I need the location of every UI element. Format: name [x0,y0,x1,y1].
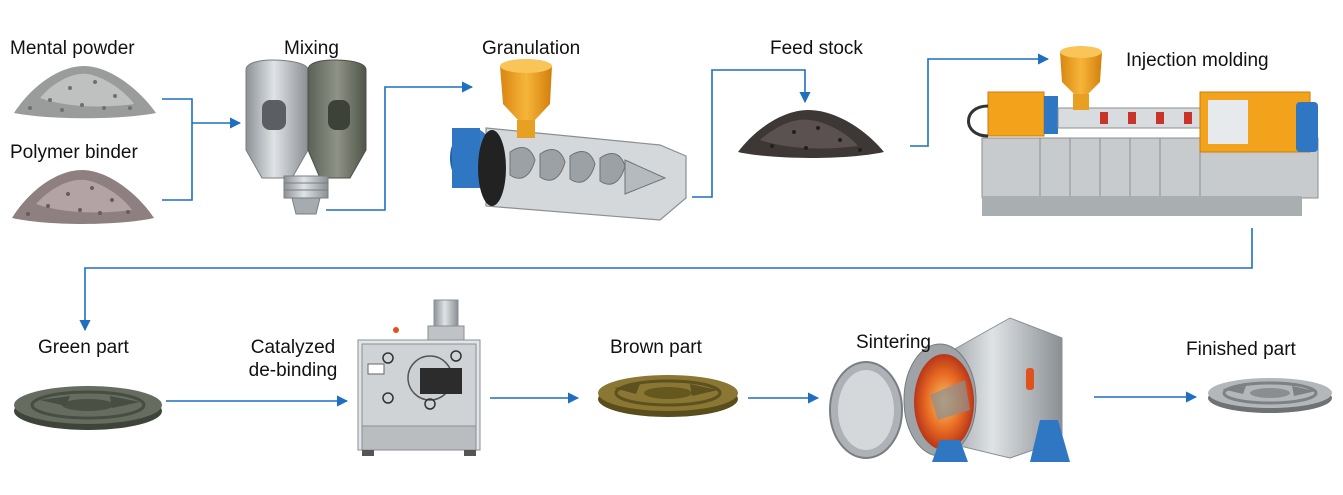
label-feed-stock: Feed stock [770,38,863,59]
feed-stock-pile-icon [738,110,884,158]
label-polymer-binder: Polymer binder [10,142,138,163]
sintering-furnace-icon [829,317,1070,462]
label-brown-part: Brown part [610,337,702,358]
label-sintering: Sintering [856,332,931,353]
label-metal-powder: Mental powder [10,38,135,59]
label-finished-part: Finished part [1186,339,1296,360]
connector-feedstock-to-injection [910,53,1050,147]
label-granulation: Granulation [482,38,581,59]
debinding-oven-icon [357,299,481,456]
green-part-disc-icon [14,386,162,430]
connector-granulation-to-feedstock [692,69,811,198]
label-green-part: Green part [38,337,129,358]
label-catalyzed-line1: Catalyzed [250,337,336,358]
connector-injection-to-green [79,228,1253,332]
label-catalyzed-debinding: Catalyzed de-binding [238,336,348,382]
brown-part-disc-icon [598,375,738,417]
connector-mixing-to-granulation [326,81,474,211]
injection-molding-machine-icon [967,46,1319,216]
label-catalyzed-line2: de-binding [248,360,338,381]
mixer-icon [245,59,367,215]
finished-part-disc-icon [1208,378,1332,413]
granulation-extruder-icon [450,59,687,221]
label-mixing: Mixing [284,38,339,59]
connectors [79,53,1253,407]
polymer-binder-pile-icon [12,170,154,224]
metal-powder-pile-icon [14,66,156,119]
label-injection-molding: Injection molding [1126,50,1269,71]
connector-powders-to-mixing [162,98,193,201]
